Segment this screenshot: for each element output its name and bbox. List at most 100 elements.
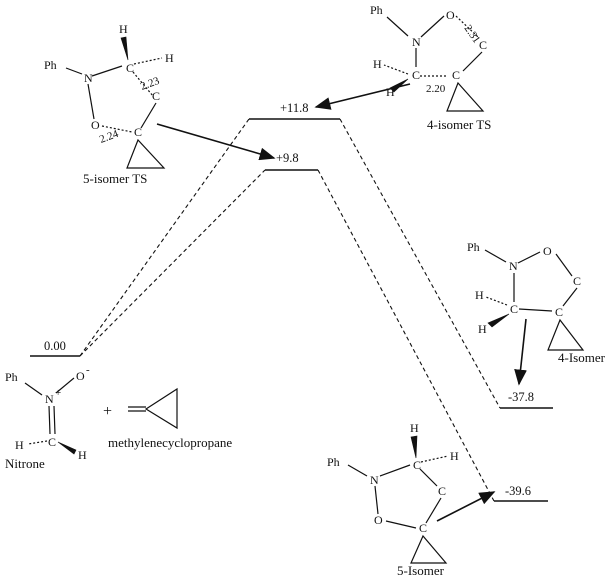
atom-n: N: [84, 71, 93, 85]
bond: [24, 382, 43, 396]
atom-c: C: [452, 68, 460, 82]
bond: [379, 464, 411, 477]
atom-c: C: [419, 521, 427, 535]
bond: [462, 51, 483, 72]
atom-n: N: [509, 259, 518, 273]
bond: [562, 287, 578, 307]
cyclopropane-ring: [446, 81, 485, 112]
label-ts5: 5-isomer TS: [83, 171, 147, 186]
label-p5: 5-Isomer: [397, 563, 445, 578]
value-p5: -39.6: [505, 484, 531, 498]
atom-h: H: [450, 449, 459, 463]
atom-o: O: [374, 513, 383, 527]
bond: [420, 15, 445, 38]
bond: [517, 251, 541, 264]
value-ts5: +9.8: [276, 151, 299, 165]
reactants: Ph N + O - C H H Nitrone + methylenecycl…: [5, 364, 232, 471]
atom-h: H: [78, 448, 87, 462]
atom-c: C: [412, 68, 420, 82]
atom-h: H: [475, 288, 484, 302]
label-p4: 4-Isomer: [558, 350, 606, 365]
wedge-bond: [57, 441, 77, 455]
wedge-bond: [389, 78, 409, 93]
bond: [140, 102, 157, 129]
arrow-p5: [436, 491, 496, 522]
atom-c: C: [479, 38, 487, 52]
hash-bond: [383, 64, 409, 75]
atom-c: C: [413, 458, 421, 472]
atom-c: C: [510, 302, 518, 316]
arrow-p4: [514, 318, 527, 386]
charge-plus: +: [55, 387, 61, 399]
atom-o: O: [446, 8, 455, 22]
atom-ph: Ph: [467, 240, 480, 254]
bond: [374, 485, 379, 515]
p5-structure: Ph N O C C C H H 5-Isomer: [327, 421, 459, 578]
bond: [484, 249, 507, 263]
atom-c: C: [134, 125, 142, 139]
arrow-ts5: [156, 123, 276, 161]
label-ts4: 4-isomer TS: [427, 117, 491, 132]
atom-n: N: [412, 35, 421, 49]
forming-bond: [101, 125, 133, 133]
wedge-bond: [487, 313, 510, 328]
cyclopropane-ring: [144, 387, 178, 430]
distance-label: 2.20: [426, 83, 446, 95]
atom-h: H: [165, 51, 174, 65]
double-bond: [48, 405, 56, 435]
wedge-bond: [410, 435, 418, 459]
atom-n: N: [45, 392, 54, 406]
cyclopropane-ring: [547, 318, 585, 351]
p4-structure: Ph N O C C C H H 4-Isomer: [467, 240, 606, 365]
path-start-ts4: [79, 118, 250, 357]
atom-ph: Ph: [370, 3, 383, 17]
atom-h: H: [478, 322, 487, 336]
atom-o: O: [76, 369, 85, 383]
bond: [425, 497, 442, 524]
path-ts5-p5: [317, 169, 495, 502]
atom-h: H: [119, 22, 128, 36]
cyclopropane-ring: [126, 138, 166, 169]
bond: [419, 468, 438, 487]
bond: [386, 16, 409, 37]
label-nitrone: Nitrone: [5, 456, 45, 471]
atom-c: C: [152, 89, 160, 103]
atom-ph: Ph: [327, 455, 340, 469]
distance-label: 2.24: [98, 128, 121, 146]
atom-h: H: [373, 57, 382, 71]
hash-bond: [27, 440, 48, 445]
atom-ph: Ph: [44, 58, 57, 72]
value-ts4: +11.8: [280, 101, 308, 115]
atom-n: N: [370, 473, 379, 487]
atom-h: H: [410, 421, 419, 435]
plus-sign: +: [103, 403, 112, 420]
bond: [385, 520, 417, 529]
atom-ph: Ph: [5, 370, 18, 384]
hash-bond: [485, 296, 508, 306]
atom-c: C: [438, 484, 446, 498]
ts4-structure: Ph N O C C C H H 2.31 2.20 4-isomer TS: [370, 3, 491, 132]
bond: [518, 308, 553, 312]
bond: [347, 464, 368, 477]
bond: [87, 83, 95, 120]
bond: [91, 65, 123, 77]
path-start-ts5: [79, 169, 266, 357]
forming-bond: [132, 71, 154, 97]
atom-c: C: [126, 61, 134, 75]
ts5-structure: Ph N O C C C H H 2.23 2.24 5-isomer TS: [44, 22, 174, 186]
atom-o: O: [91, 118, 100, 132]
bond: [55, 377, 75, 394]
atom-h: H: [386, 85, 395, 99]
atom-h: H: [15, 438, 24, 452]
hash-bond: [420, 455, 449, 463]
value-p4: -37.8: [508, 390, 534, 404]
exo-double-bond: [128, 406, 146, 412]
charge-minus: -: [86, 364, 90, 376]
bond: [555, 253, 573, 277]
atom-c: C: [555, 305, 563, 319]
bond: [65, 67, 83, 75]
value-start: 0.00: [44, 339, 66, 353]
atom-o: O: [543, 244, 552, 258]
cyclopropane-ring: [410, 534, 448, 564]
